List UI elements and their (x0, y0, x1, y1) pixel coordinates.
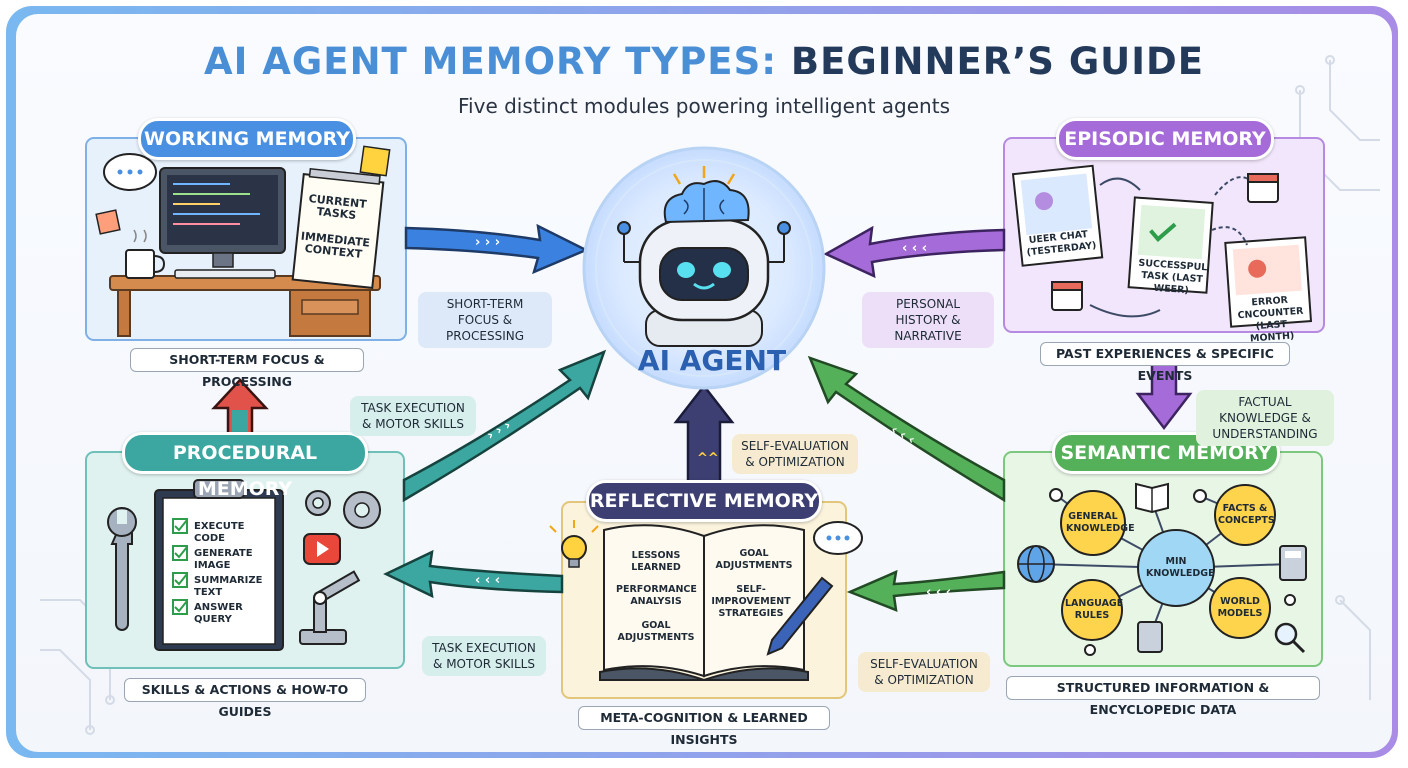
title-part-1: AI AGENT MEMORY TYPES: (204, 40, 778, 83)
svg-text:‹ ‹ ‹: ‹ ‹ ‹ (475, 573, 500, 588)
procedural-panel (85, 451, 405, 669)
arrow-working-to-agent: › › › (404, 223, 589, 275)
svg-text:^^: ^^ (697, 451, 719, 466)
title-part-2: BEGINNER’S GUIDE (790, 40, 1204, 83)
book-right-line-1: GOAL ADJUSTMENTS (715, 548, 793, 571)
procedural-bottom-tag: TASK EXECUTION & MOTOR SKILLS (422, 636, 546, 676)
photo-card-3 (1224, 236, 1313, 328)
checklist-item-4: ANSWER QUERY (194, 602, 243, 625)
page-subtitle: Five distinct modules powering intellige… (458, 94, 950, 118)
checklist-item-2: GENERATE IMAGE (194, 548, 253, 571)
svg-text:‹ ‹ ‹: ‹ ‹ ‹ (902, 241, 927, 256)
semantic-caption: STRUCTURED INFORMATION & ENCYCLOPEDIC DA… (1006, 676, 1320, 717)
episodic-caption: PAST EXPERIENCES & SPECIFIC EVENTS (1040, 342, 1290, 383)
photo-card-2 (1127, 196, 1214, 294)
knowledge-node-3 (1061, 579, 1123, 641)
arrow-episodic-to-agent: ‹ ‹ ‹ (823, 225, 1006, 279)
episodic-title: EPISODIC MEMORY (1056, 118, 1274, 160)
knowledge-node-4 (1209, 577, 1271, 639)
brain-icon (663, 166, 750, 224)
reflective-up-tag: SELF-EVALUATION & OPTIMIZATION (732, 434, 858, 474)
episodic-arrow-tag: PERSONAL HISTORY & NARRATIVE (862, 292, 994, 348)
reflective-title: REFLECTIVE MEMORY (586, 480, 822, 522)
arrow-semantic-to-agent: ‹ ‹ ‹ (807, 355, 1006, 503)
procedural-title: PROCEDURAL MEMORY (122, 432, 368, 500)
knowledge-node-1 (1060, 490, 1126, 556)
procedural-caption: SKILLS & ACTIONS & HOW-TO GUIDES (124, 678, 366, 719)
knowledge-node-2 (1214, 484, 1276, 546)
reflective-caption: META-COGNITION & LEARNED INSIGHTS (578, 706, 830, 747)
photo-card-1 (1011, 164, 1104, 267)
arrow-reflective-to-procedural: ‹ ‹ ‹ (383, 549, 564, 599)
reflective-panel (549, 501, 863, 699)
semantic-panel (1003, 451, 1323, 667)
book-left-line-2: PERFORMANCE ANALYSIS (616, 584, 697, 607)
play-icon (303, 533, 341, 565)
book-left-line-3: GOAL ADJUSTMENTS (617, 620, 695, 643)
semantic-node-label-2: FACTS & CONCEPTS (1218, 503, 1275, 526)
checklist-item-3: SUMMARIZE TEXT (194, 575, 263, 598)
calculator-icon (1137, 545, 1307, 653)
svg-text:‹ ‹ ‹: ‹ ‹ ‹ (926, 585, 951, 600)
checklist-item-1: EXECUTE CODE (194, 521, 245, 544)
episodic-panel (1003, 137, 1325, 333)
semantic-bottom-tag: SELF-EVALUATION & OPTIMIZATION (858, 652, 990, 692)
wrench-icon (107, 507, 137, 631)
semantic-node-label-4: WORLD MODELS (1217, 596, 1263, 619)
arrow-episodic-to-semantic (1135, 360, 1193, 431)
semantic-center-label: MIN KNOWLEDGE (1146, 556, 1215, 579)
pen-icon (766, 576, 834, 656)
working-arrow-tag: SHORT-TERM FOCUS & PROCESSING (418, 292, 552, 348)
coffee-icon (125, 229, 166, 279)
semantic-node-label-1: GENERAL KNOWLEDGE (1066, 511, 1135, 534)
robot-arm-icon (299, 570, 361, 645)
book-right-line-2: SELF-IMPROVEMENT STRATEGIES (711, 584, 791, 619)
notepad (291, 167, 385, 289)
globe-icon (1017, 545, 1055, 583)
page-title: AI AGENT MEMORY TYPES: BEGINNER’S GUIDE (0, 40, 1408, 83)
procedural-up-tag: TASK EXECUTION & MOTOR SKILLS (350, 396, 476, 436)
working-caption: SHORT-TERM FOCUS & PROCESSING (130, 348, 364, 389)
photo-label-2: SUCCESSPUL TASK (LAST WEER) (1138, 257, 1208, 297)
working-title: WORKING MEMORY (138, 118, 356, 160)
lightbulb-icon (549, 520, 599, 568)
arrow-semantic-to-reflective: ‹ ‹ ‹ (846, 569, 1006, 612)
speech-bubble-icon (103, 153, 157, 191)
working-panel (85, 137, 407, 341)
semantic-node-label-3: LANGUAGE RULES (1065, 598, 1124, 621)
gear-icon (305, 490, 381, 529)
episodic-down-tag: FACTUAL KNOWLEDGE & UNDERSTANDING (1196, 390, 1334, 446)
book-icon (1135, 482, 1169, 514)
calendar-icon (1051, 173, 1279, 311)
magnifier-icon (1274, 622, 1306, 654)
speech-bubble-icon (813, 521, 863, 555)
svg-text:› › ›: › › › (475, 235, 500, 250)
main-knowledge-node (1137, 529, 1215, 607)
photo-label-3: ERROR CNCOUNTER (LAST MONTH) (1237, 294, 1304, 345)
monitor-icon (159, 167, 286, 279)
book-left-line-1: LESSONS LEARNED (631, 550, 681, 573)
robot-icon (582, 146, 826, 390)
checkbox-group (172, 518, 188, 615)
agent-label: AI AGENT (637, 344, 787, 377)
